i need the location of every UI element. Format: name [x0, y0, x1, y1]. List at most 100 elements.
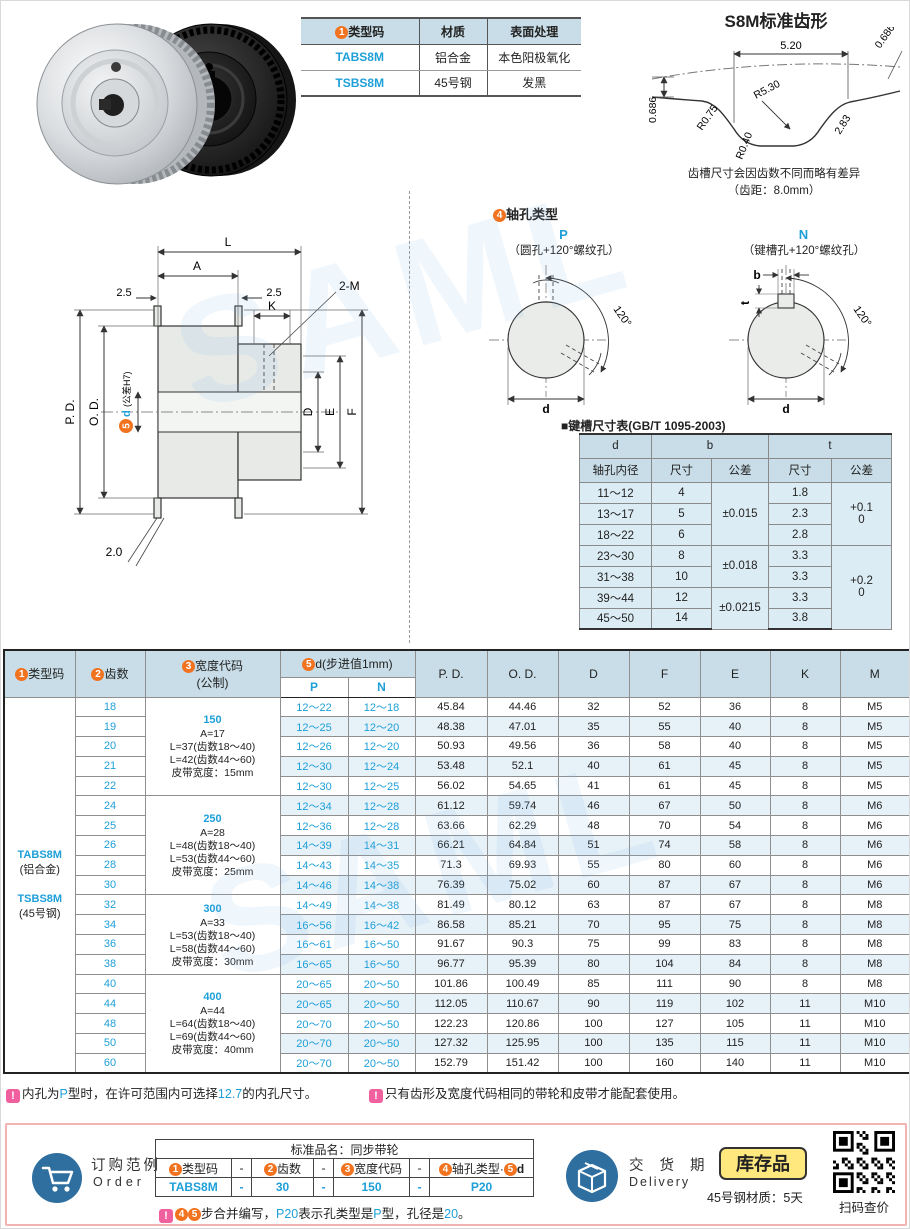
- teeth-count-cell: 28: [74, 854, 146, 876]
- d-cell: 60: [557, 874, 630, 896]
- d-cell: 36: [557, 736, 630, 757]
- note-text: 内孔为: [22, 1087, 60, 1101]
- k-cell: 8: [769, 973, 841, 995]
- pd-cell: 71.3: [414, 854, 488, 876]
- e-cell: 40: [699, 736, 771, 757]
- delivery-label-cn: 交 货 期: [629, 1158, 711, 1174]
- od-cell: 80.12: [486, 894, 559, 916]
- pd-cell: 53.48: [414, 755, 488, 777]
- order-table-title: 标准品名：同步带轮: [154, 1139, 535, 1159]
- dim-d: d: [121, 410, 133, 417]
- cart-icon: [32, 1153, 82, 1203]
- pd-cell: 66.21: [414, 835, 488, 856]
- k-cell: 8: [769, 934, 841, 955]
- d-cell: 51: [557, 835, 630, 856]
- keyway-b-size: 10: [651, 565, 712, 588]
- d-cell: 35: [557, 716, 630, 738]
- order-value-hole: P20: [428, 1177, 535, 1197]
- dim-K: K: [268, 299, 276, 313]
- pd-cell: 50.93: [414, 736, 488, 757]
- keyway-t-size: 3.3: [768, 586, 832, 609]
- f-cell: 80: [628, 854, 701, 876]
- keyway-b-tol: ±0.015: [711, 481, 769, 546]
- hole-type-p-drawing: 120° d: [489, 265, 633, 416]
- hole-type-n-drawing: b t 120° d: [729, 265, 873, 416]
- step-badge: 5: [188, 1208, 201, 1221]
- bore-range-n-cell: 16～50: [347, 934, 416, 955]
- od-cell: 59.74: [486, 795, 559, 817]
- keyway-d: 18～22: [579, 523, 652, 546]
- dim-pitch: 5.20: [780, 40, 801, 52]
- od-cell: 49.56: [486, 736, 559, 757]
- keyway-b-size: 8: [651, 544, 712, 567]
- m-cell: M6: [839, 815, 909, 837]
- m-cell: M8: [839, 934, 909, 955]
- qr-caption: 扫码查价: [838, 1201, 889, 1215]
- badge-5: 5: [122, 423, 133, 429]
- k-cell: 8: [769, 894, 841, 916]
- badge-3: 3: [340, 1162, 354, 1176]
- mt-col-n: N: [347, 676, 416, 698]
- bore-range-n-cell: 20～50: [347, 1033, 416, 1054]
- delivery-label-en: Delivery: [629, 1175, 691, 1189]
- bore-range-n-cell: 16～50: [347, 953, 416, 975]
- dim-b-label: b: [753, 268, 760, 282]
- teeth-count-cell: 40: [74, 973, 146, 995]
- m-cell: M6: [839, 795, 909, 817]
- d-cell: 85: [557, 973, 630, 995]
- badge-5: 5: [503, 1162, 517, 1176]
- bore-range-n-cell: 20～50: [347, 1013, 416, 1035]
- dim-height-right: 0.686: [873, 27, 898, 51]
- order-dash: -: [313, 1177, 334, 1197]
- pd-cell: 152.79: [414, 1052, 488, 1074]
- dim-A: A: [193, 259, 201, 273]
- type-code: TABS8M: [301, 44, 419, 71]
- footnote-bore: !内孔为P型时，在许可范围内可选择12.7的内孔尺寸。: [6, 1083, 317, 1103]
- dim-20: 2.0: [106, 545, 123, 559]
- note-text: 只有齿形及宽度代码相同的带轮和皮带才能配套使用。: [385, 1087, 686, 1101]
- keyway-b-size: 14: [651, 607, 712, 630]
- d-cell: 75: [557, 934, 630, 955]
- bore-range-n-cell: 14～35: [347, 854, 416, 876]
- keyway-d: 45～50: [579, 607, 652, 630]
- dim-d-tolerance: (公差H7): [121, 371, 132, 407]
- mt-col-M: M: [839, 649, 909, 698]
- m-cell: M10: [839, 1033, 909, 1054]
- teeth-count-cell: 36: [74, 934, 146, 955]
- silver-pulley-photo: [36, 23, 215, 185]
- m-cell: M8: [839, 914, 909, 936]
- dim-d-label: d: [542, 402, 549, 416]
- e-cell: 60: [699, 854, 771, 876]
- m-cell: M5: [839, 775, 909, 797]
- bore-range-p-cell: 14～39: [279, 835, 349, 856]
- keyway-b-size: 4: [651, 481, 712, 504]
- keyway-d: 13～17: [579, 502, 652, 525]
- bore-range-n-cell: 20～50: [347, 993, 416, 1015]
- keyway-b-size: 12: [651, 586, 712, 609]
- dim-r040: R0.40: [734, 131, 756, 161]
- pd-cell: 122.23: [414, 1013, 488, 1035]
- order-value-width: 150: [333, 1177, 410, 1197]
- kw-col-t-tol: 公差: [830, 457, 893, 483]
- mt-col-F: F: [628, 649, 701, 698]
- f-cell: 135: [628, 1033, 701, 1054]
- footnote-pairing: !只有齿形及宽度代码相同的带轮和皮带才能配套使用。: [369, 1083, 685, 1103]
- od-cell: 120.86: [486, 1013, 559, 1035]
- mt-col-D: D: [557, 649, 630, 698]
- f-cell: 58: [628, 736, 701, 757]
- order-dash: -: [231, 1158, 252, 1178]
- note-text: 步合并编写，: [201, 1207, 277, 1221]
- f-cell: 61: [628, 755, 701, 777]
- mt-col-E: E: [699, 649, 771, 698]
- material: 铝合金: [418, 44, 487, 71]
- keyway-d: 11～12: [579, 481, 652, 504]
- bore-range-n-cell: 12～18: [347, 696, 416, 718]
